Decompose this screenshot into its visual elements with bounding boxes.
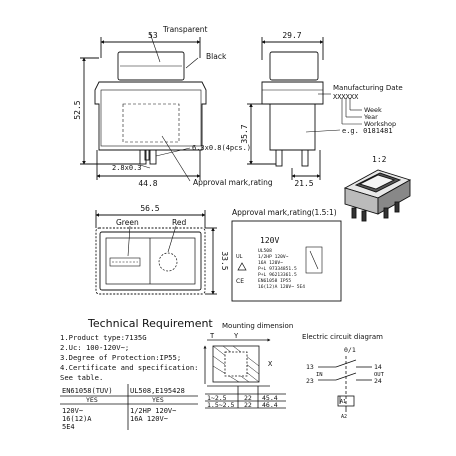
circuit-t24: 24: [374, 377, 382, 385]
dim-front-height: 52.5: [73, 100, 82, 119]
circuit-a1: A1: [340, 399, 346, 405]
dim-top-height: 33.5: [220, 251, 229, 270]
ce-mark-icon: CE: [236, 278, 244, 285]
approval-line-2: 1/2HP 120V~: [258, 254, 289, 260]
table-left-3: 5E4: [62, 423, 75, 431]
circuit-t14: 14: [374, 363, 382, 371]
mounting-Y: Y: [234, 332, 239, 340]
approval-line-5: P+L 96213361.5: [258, 272, 297, 278]
circuit-title: Electric circuit diagram: [302, 333, 383, 341]
dim-front-body: 44.8: [138, 179, 157, 188]
tech-item-2: 2.Uc: 100-120V~;: [60, 343, 129, 352]
ul-mark-icon: UL: [236, 254, 243, 260]
approval-voltage: 120V: [260, 236, 279, 245]
table-right-2: 16A 120V~: [130, 415, 168, 423]
dim-side-base: 21.5: [294, 179, 313, 188]
dim-top-width: 56.5: [140, 204, 159, 213]
approval-label: [231, 220, 342, 302]
label-transparent: Transparent: [162, 25, 207, 34]
mounting-title: Mounting dimension: [222, 322, 293, 330]
mounting-drawing: [203, 338, 286, 409]
dim-front-width: 53: [148, 31, 158, 40]
mfg-code: XXXXXX: [333, 93, 359, 101]
circuit-state: 0/1: [344, 346, 356, 354]
table-header-ul: UL508,E195428: [130, 387, 185, 395]
tech-item-3: 3.Degree of Protection:IP55;: [60, 353, 181, 362]
mfg-workshop: Workshop: [364, 120, 396, 128]
label-terminal: 6.3x0.8(4pcs.): [192, 144, 251, 152]
circuit-in: IN: [316, 372, 323, 378]
circuit-a2: A2: [341, 414, 347, 420]
table-header-en: EN61058(TUV): [62, 387, 113, 395]
mfg-year: Year: [363, 113, 378, 121]
approval-line-4: P+L 97334851.5: [258, 266, 297, 272]
circuit-drawing: [318, 356, 372, 412]
circuit-out: OUT: [374, 372, 385, 378]
table-yes-ul: YES: [152, 396, 164, 404]
table-left-2: 16(12)A: [62, 415, 92, 423]
label-approval-mark: Approval mark,rating: [193, 178, 273, 187]
mount-r1-c2: 22: [244, 394, 252, 402]
circuit-t13: 13: [306, 363, 314, 371]
dim-side-height: 35.7: [240, 124, 249, 143]
mfg-example: e.g. 0181481: [342, 127, 393, 135]
approval-line-1: UL508: [258, 248, 272, 254]
label-green: Green: [116, 218, 139, 227]
label-red: Red: [172, 218, 186, 227]
mfg-week: Week: [364, 106, 382, 114]
tech-item-1: 1.Product type:7135G: [60, 333, 147, 342]
side-view: [247, 37, 362, 180]
front-view: [80, 32, 207, 182]
label-black: Black: [206, 52, 227, 61]
iso-scale: 1:2: [372, 155, 387, 164]
approval-line-3: 16A 120V~: [258, 260, 283, 266]
approval-title: Approval mark,rating(1.5:1): [232, 208, 337, 217]
label-small-terminal: 2.8x0.3: [112, 164, 142, 172]
approval-line-6: EN61058 IP55: [258, 278, 291, 284]
mount-r1-c3: 45.4: [262, 394, 278, 402]
mount-r1-c1: 1~2.5: [207, 394, 227, 402]
isometric-view: [343, 169, 412, 222]
mounting-X: X: [268, 360, 273, 368]
approval-line-7: 16(12)A 120V~ 5E4: [258, 284, 305, 290]
table-right-1: 1/2HP 120V~: [130, 407, 176, 415]
spec-table: [60, 384, 198, 430]
table-yes-en: YES: [86, 396, 98, 404]
dim-side-width: 29.7: [282, 31, 301, 40]
tech-item-4: 4.Certificate and specification:: [60, 363, 198, 372]
mfg-title: Manufacturing Date: [333, 84, 403, 92]
mount-r2-c2: 22: [244, 401, 252, 409]
mount-r2-c3: 46.4: [262, 401, 278, 409]
top-view: [95, 210, 217, 295]
tech-title: Technical Requirement: [87, 317, 213, 330]
tech-item-5: See table.: [60, 373, 103, 382]
mounting-T: T: [210, 332, 215, 340]
mount-r2-c1: 1.5~2.5: [207, 401, 234, 409]
circuit-t23: 23: [306, 377, 314, 385]
table-left-1: 120V~: [62, 407, 83, 415]
